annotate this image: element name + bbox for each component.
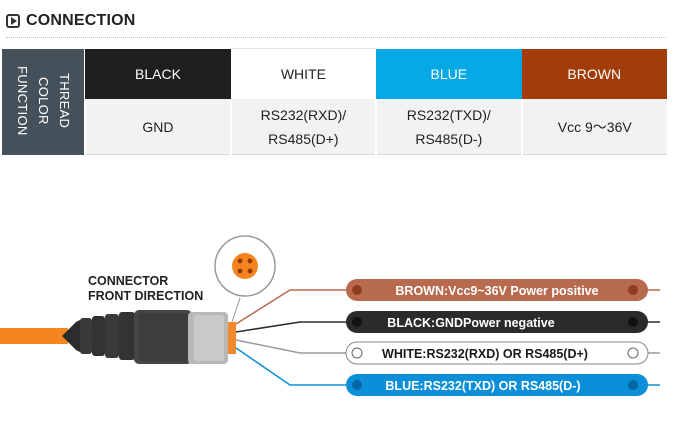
play-icon — [6, 14, 20, 28]
wire-label-brown-text: BROWN:Vcc9~36V Power positive — [395, 284, 598, 298]
wire-label-black-text: BLACK:GNDPower negative — [387, 316, 554, 330]
function-line: RS232(RXD)/ — [260, 106, 347, 123]
strain-relief-tip — [62, 319, 82, 353]
wire-label-white: WHITE:RS232(RXD) OR RS485(D+) — [345, 341, 649, 365]
connector-tip — [228, 322, 236, 354]
title-divider — [6, 37, 666, 38]
function-txd: RS232(TXD)/ RS485(D-) — [375, 99, 522, 155]
function-label: FUNCTION — [15, 66, 30, 136]
color-black: BLACK — [85, 48, 231, 99]
function-line: RS485(D+) — [268, 130, 339, 147]
connection-table: THREAD COLOR FUNCTION BLACK WHITE BLUE B… — [2, 48, 667, 155]
color-label: COLOR — [36, 77, 51, 125]
connector-caption: CONNECTOR FRONT DIRECTION — [88, 274, 203, 304]
section-title: CONNECTION — [26, 12, 136, 29]
color-white: WHITE — [230, 48, 377, 99]
function-vcc: Vcc 9～36V — [520, 99, 667, 155]
color-brown: BROWN — [521, 48, 667, 99]
table-header-cell: THREAD COLOR FUNCTION — [2, 48, 86, 155]
caption-line: FRONT DIRECTION — [88, 289, 204, 303]
wire-label-brown: BROWN:Vcc9~36V Power positive — [346, 279, 648, 301]
wire-label-blue-text: BLUE:RS232(TXD) OR RS485(D-) — [385, 379, 580, 393]
thread-label: THREAD — [57, 73, 72, 129]
strain-relief-ribs — [80, 312, 135, 360]
wire-label-white-text: WHITE:RS232(RXD) OR RS485(D+) — [382, 347, 588, 361]
function-line: Vcc 9～36V — [557, 118, 632, 135]
function-line: GND — [142, 118, 174, 135]
wire-label-blue: BLUE:RS232(TXD) OR RS485(D-) — [346, 374, 648, 396]
orange-cable — [0, 328, 68, 344]
wire-label-black: BLACK:GNDPower negative — [346, 311, 648, 333]
connector-face — [232, 253, 258, 279]
wire-lines — [235, 289, 660, 386]
function-line: RS485(D-) — [415, 130, 483, 147]
connector-pins — [237, 258, 253, 274]
color-blue: BLUE — [376, 48, 522, 99]
function-gnd: GND — [84, 99, 231, 155]
function-rxd: RS232(RXD)/ RS485(D+) — [229, 99, 377, 155]
caption-line: CONNECTOR — [88, 274, 169, 288]
section-header: CONNECTION — [6, 10, 136, 32]
function-line: RS232(TXD)/ — [406, 106, 491, 123]
callout-pointer — [231, 297, 241, 323]
